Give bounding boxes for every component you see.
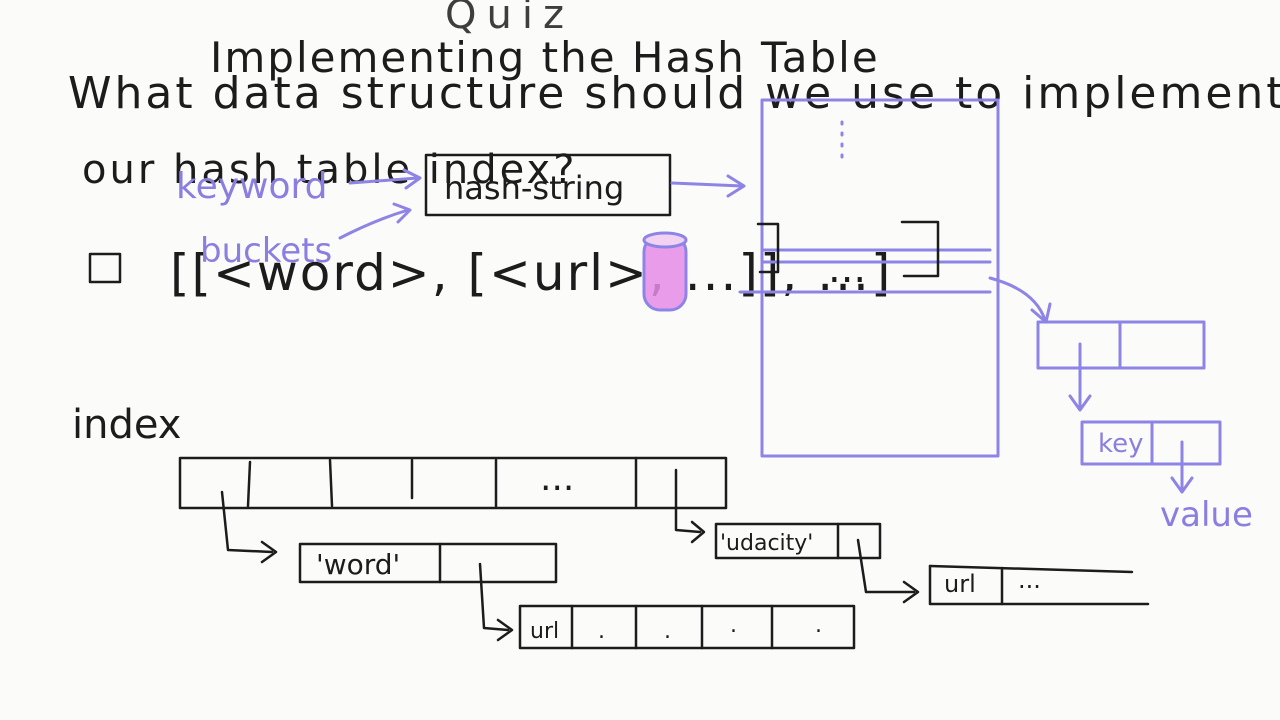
keyword-arrowhead — [402, 168, 422, 190]
udacity-entry — [714, 522, 882, 560]
key-value-node — [1080, 420, 1222, 466]
url-dot-3: . — [730, 613, 737, 638]
chain-arrow — [988, 276, 1047, 322]
word-arrow — [220, 490, 274, 554]
udacity-arrowhead — [690, 520, 706, 544]
udacity-url-ellipsis: ... — [1018, 566, 1041, 594]
udacity-arrow — [674, 468, 702, 534]
url-dot-4: . — [815, 613, 822, 638]
hash-arrowhead — [726, 174, 746, 198]
hash-arrow — [670, 181, 744, 188]
url-cell-label: url — [530, 619, 559, 644]
keyword-arrow — [348, 176, 420, 185]
question-line-1: What data structure should we use to imp… — [68, 68, 1280, 119]
word-cell-label: 'word' — [316, 548, 400, 581]
value-arrowhead — [1170, 476, 1194, 494]
url-dot-1: . — [598, 619, 605, 644]
buckets-arrowhead — [392, 202, 412, 224]
hash-string-label: hash-string — [444, 169, 624, 207]
buckets-arrow — [338, 208, 410, 240]
quiz-label: Quiz — [445, 0, 574, 38]
url-list-arrowhead — [496, 618, 514, 642]
table-ellipsis: ... — [828, 246, 866, 292]
lesson-title: Implementing the Hash Table — [210, 33, 880, 82]
word-entry — [298, 542, 558, 584]
answer-checkbox[interactable] — [88, 252, 122, 284]
word-arrowhead — [260, 540, 278, 564]
udacity-url-list — [928, 564, 1150, 606]
url-list — [518, 604, 856, 650]
linked-list-node — [1036, 320, 1206, 370]
key-label: key — [1098, 429, 1144, 459]
url-list-arrow — [478, 562, 510, 632]
bucket-icon — [642, 231, 688, 312]
value-label: value — [1160, 495, 1253, 535]
index-label: index — [72, 402, 181, 448]
node-down-arrowhead — [1068, 394, 1092, 412]
udacity-cell-label: 'udacity' — [720, 531, 813, 556]
bracket-right-2 — [900, 220, 940, 278]
keyword-label: keyword — [176, 166, 328, 207]
buckets-label: buckets — [200, 231, 332, 271]
bracket-right-1 — [756, 222, 780, 274]
index-ellipsis: ... — [540, 458, 574, 499]
url-dot-2: . — [664, 619, 671, 644]
hash-table-array — [738, 98, 1000, 458]
udacity-url-cell-label: url — [944, 570, 976, 598]
index-array — [178, 456, 728, 510]
udacity-url-arrow — [856, 538, 916, 594]
hash-string-box — [424, 153, 672, 217]
udacity-url-arrowhead — [902, 580, 920, 604]
